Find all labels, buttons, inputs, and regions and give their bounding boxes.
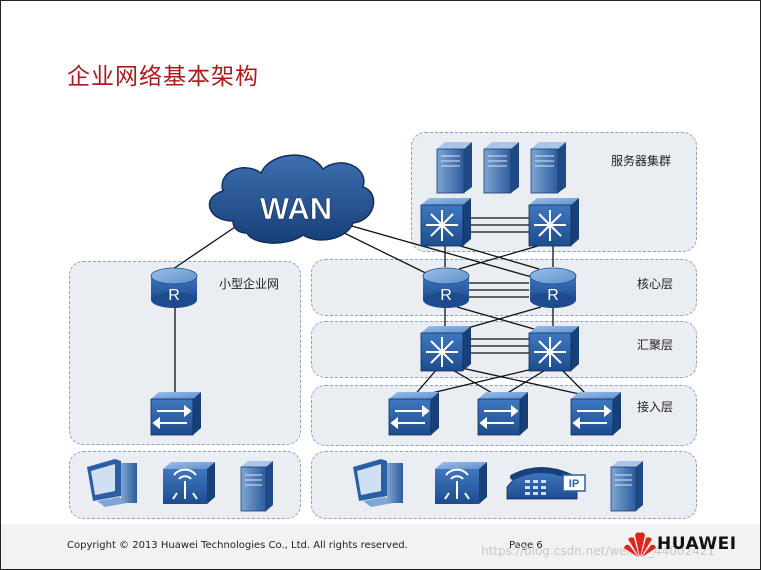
link-server-cross-2 [458,244,542,270]
server-icon [610,461,643,512]
wireless-ap-icon [435,462,487,504]
page-number: Page 6 [509,540,543,551]
label-core-layer: 核心层 [637,277,674,291]
l3-switch-server-right [528,198,579,247]
router-glyph: R [440,287,452,304]
label-small-network: 小型企业网 [219,277,280,291]
pc-icon [353,459,403,507]
l3-switch-agg-right [528,326,579,372]
server-3 [530,142,566,194]
aggregation-layer-zone [311,321,697,378]
link-wan-core-right [340,222,554,284]
server-1 [436,142,472,194]
router-glyph: R [547,287,559,304]
router-core-right: R [529,267,577,308]
l3-switch-server-left [420,198,471,247]
wireless-ap-icon [163,462,215,504]
server-icon [240,461,273,512]
label-aggregation-layer: 汇聚层 [637,338,674,352]
watermark-text: https://blog.csdn.net/weixin_44002421 [481,544,716,558]
router-glyph: R [168,287,180,304]
ip-phone-icon: IP [506,467,586,500]
router-core-left: R [422,267,470,308]
ip-phone-glyph: IP [569,478,579,490]
access-switch-3 [570,392,621,436]
wan-label: WAN [260,191,332,226]
router-small-network: R [150,267,198,308]
wan-cloud: WAN [208,154,375,244]
label-access-layer: 接入层 [637,400,674,414]
server-2 [483,142,519,194]
huawei-brand: HUAWEI [657,534,737,554]
slide-title: 企业网络基本架构 [67,64,259,90]
access-switch-2 [477,392,528,436]
label-server-cluster: 服务器集群 [611,154,672,168]
huawei-logo-icon [624,532,656,557]
copyright-text: Copyright © 2013 Huawei Technologies Co.… [67,540,408,551]
link-wan-small-router [172,222,242,270]
pc-icon [87,459,137,507]
l3-switch-agg-left [420,326,471,372]
access-switch-1 [388,392,439,436]
access-switch-small [150,392,201,436]
